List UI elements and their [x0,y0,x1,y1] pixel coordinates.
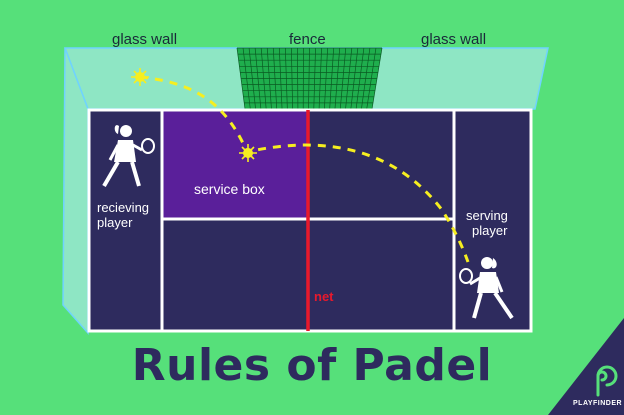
glass-wall-left-label: glass wall [112,31,178,48]
serving-player-label-line1: serving [466,208,508,223]
serving-player-label-line2: player [472,223,508,238]
ball-start-icon [131,68,149,86]
fence-label: fence [289,31,326,48]
side-glass-wall [62,47,89,335]
ball-path [139,75,470,263]
court-lines [87,108,533,333]
receiving-player-label-line1: recieving [97,200,150,215]
service-box-label: service box [194,181,265,197]
serving-player-label: serving player [466,208,508,238]
playfinder-logo-icon [596,365,618,397]
logo-triangle [548,318,624,415]
net-label: net [314,289,334,304]
serving-player-icon [459,257,514,320]
ball-bounce-icon [239,144,257,162]
brand-name: PLAYFINDER [573,400,623,407]
receiving-player-icon [102,125,155,188]
receiving-player-label-line2: player [97,215,133,230]
fence-mesh [236,47,383,110]
glass-wall-right-label: glass wall [421,31,487,48]
receiving-player-label: recieving player [97,200,149,230]
page-title: Rules of Padel [131,340,493,391]
